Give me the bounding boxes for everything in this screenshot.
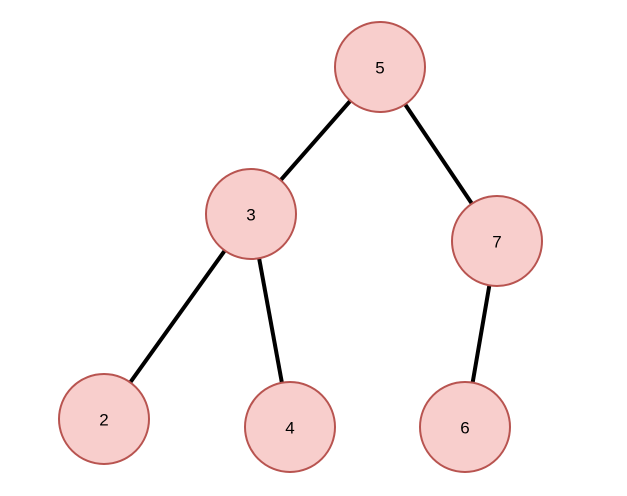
tree-node-7[interactable] xyxy=(451,195,543,287)
edges-layer xyxy=(102,65,499,428)
tree-node-4[interactable] xyxy=(244,381,336,473)
tree-node-5[interactable] xyxy=(334,21,426,113)
tree-node-2[interactable] xyxy=(58,373,150,465)
tree-node-3[interactable] xyxy=(205,168,297,260)
tree-node-6[interactable] xyxy=(419,381,511,473)
